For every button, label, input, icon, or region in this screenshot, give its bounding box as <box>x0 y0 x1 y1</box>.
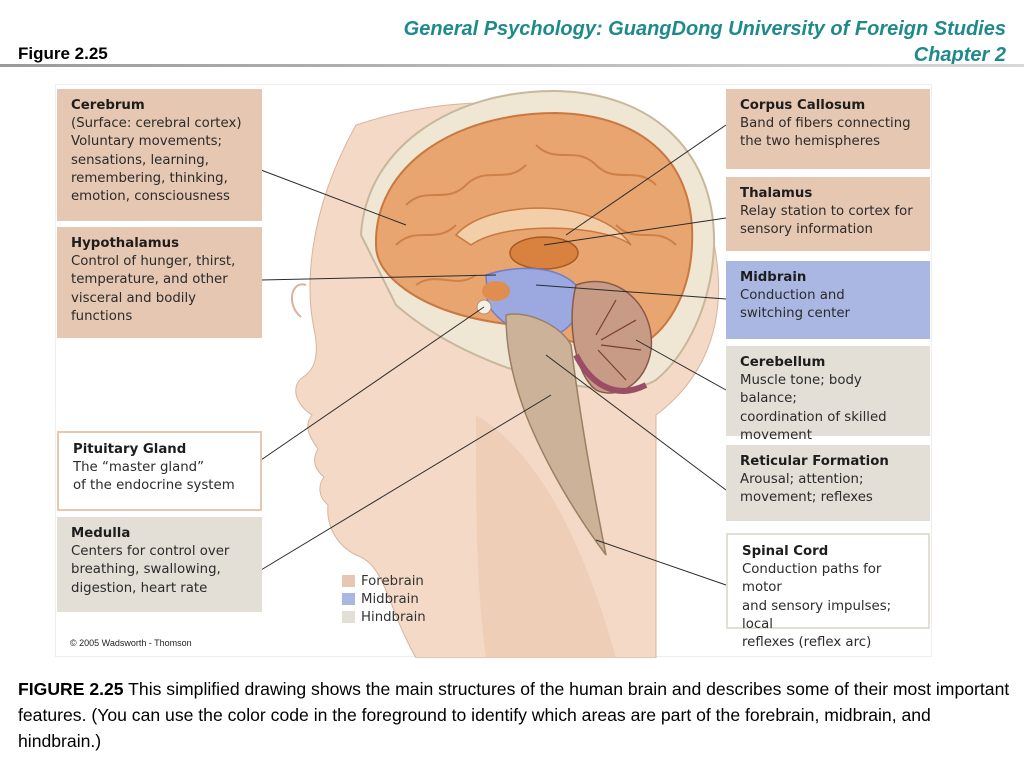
label-title: Thalamus <box>740 186 813 201</box>
cerebellum-rim <box>573 353 648 394</box>
label-line: Conduction and <box>740 288 845 304</box>
label-line: Muscle tone; body balance; <box>740 373 862 407</box>
course-title: General Psychology: GuangDong University… <box>404 16 1006 68</box>
label-line: digestion, heart rate <box>71 580 208 596</box>
ear <box>291 283 307 318</box>
caption-lead: FIGURE 2.25 <box>18 679 124 699</box>
label-line: movement <box>740 427 812 443</box>
label-title: Midbrain <box>740 270 807 285</box>
label-line: Arousal; attention; <box>740 472 864 488</box>
legend-item-midbrain: Midbrain <box>342 590 426 608</box>
leader-hypothalamus <box>260 274 497 281</box>
cerebellum <box>571 280 653 394</box>
copyright-notice: © 2005 Wadsworth - Thomson <box>70 638 192 648</box>
label-title: Cerebellum <box>740 355 826 370</box>
label-line: The “master gland” <box>73 460 205 476</box>
label-line: coordination of skilled <box>740 409 887 425</box>
label-line: remembering, thinking, <box>71 170 228 186</box>
forebrain-swatch <box>342 575 355 587</box>
label-line: temperature, and other <box>71 272 228 288</box>
label-title: Spinal Cord <box>742 544 829 559</box>
label-line: Control of hunger, thirst, <box>71 254 236 270</box>
label-line: of the endocrine system <box>73 478 235 494</box>
cerebellum-arbor <box>595 299 642 381</box>
label-title: Pituitary Gland <box>73 442 187 457</box>
label-line: functions <box>71 308 133 324</box>
leader-lines <box>260 124 727 586</box>
leader-thalamus <box>543 217 727 246</box>
label-line: sensory information <box>740 222 873 238</box>
label-pituitary-gland: Pituitary Gland The “master gland” of th… <box>57 431 262 511</box>
label-hypothalamus: Hypothalamus Control of hunger, thirst, … <box>57 227 262 338</box>
label-line: (Surface: cerebral cortex) <box>71 116 242 132</box>
label-line: Band of fibers connecting <box>740 116 911 132</box>
thalamus <box>509 236 579 270</box>
figure-caption: FIGURE 2.25 This simplified drawing show… <box>18 676 1018 754</box>
label-line: the two hemispheres <box>740 134 881 150</box>
color-legend: Forebrain Midbrain Hindbrain <box>342 572 426 626</box>
brainstem <box>505 313 607 556</box>
leader-cerebrum <box>260 169 407 226</box>
label-line: Conduction paths for motor <box>742 562 882 596</box>
label-line: reflexes (reflex arc) <box>742 635 872 651</box>
leader-midbrain <box>535 284 727 300</box>
brain-illustration <box>260 89 727 658</box>
label-cerebellum: Cerebellum Muscle tone; body balance; co… <box>726 346 930 443</box>
label-line: movement; reflexes <box>740 490 873 506</box>
label-title: Corpus Callosum <box>740 98 866 113</box>
leader-medulla <box>260 394 552 571</box>
legend-item-forebrain: Forebrain <box>342 572 426 590</box>
leader-pituitary <box>260 306 485 461</box>
course-title-line2: Chapter 2 <box>913 44 1006 66</box>
label-line: breathing, swallowing, <box>71 562 221 578</box>
label-title: Medulla <box>71 526 131 541</box>
label-medulla: Medulla Centers for control over breathi… <box>57 517 262 612</box>
label-title: Hypothalamus <box>71 236 180 251</box>
label-line: sensations, learning, <box>71 152 209 168</box>
hindbrain-swatch <box>342 611 355 623</box>
legend-item-hindbrain: Hindbrain <box>342 608 426 626</box>
hypothalamus <box>482 281 510 301</box>
legend-label: Midbrain <box>361 591 419 607</box>
corpus-callosum <box>454 207 632 246</box>
label-line: visceral and bodily <box>71 290 197 306</box>
slide-header: Figure 2.25 General Psychology: GuangDon… <box>0 0 1024 68</box>
figure-label: Figure 2.25 <box>18 44 108 63</box>
label-title: Reticular Formation <box>740 454 889 469</box>
caption-text: This simplified drawing shows the main s… <box>18 679 1010 751</box>
midbrain-swatch <box>342 593 355 605</box>
label-line: switching center <box>740 306 851 322</box>
header-divider <box>0 64 1024 67</box>
label-line: and sensory impulses; local <box>742 598 892 632</box>
label-line: Relay station to cortex for <box>740 204 913 220</box>
label-line: Voluntary movements; <box>71 134 222 150</box>
label-line: emotion, consciousness <box>71 189 230 205</box>
leader-reticular-formation <box>545 354 727 491</box>
cerebrum-folds <box>395 144 677 286</box>
legend-label: Hindbrain <box>361 609 426 625</box>
label-thalamus: Thalamus Relay station to cortex for sen… <box>726 177 930 251</box>
brain-figure: Cerebrum (Surface: cerebral cortex) Volu… <box>55 84 932 658</box>
label-corpus-callosum: Corpus Callosum Band of fibers connectin… <box>726 89 930 169</box>
leader-corpus-callosum <box>565 124 727 236</box>
label-line: Centers for control over <box>71 544 230 560</box>
label-spinal-cord: Spinal Cord Conduction paths for motor a… <box>726 533 930 650</box>
label-cerebrum: Cerebrum (Surface: cerebral cortex) Volu… <box>57 89 262 221</box>
label-title: Cerebrum <box>71 98 145 113</box>
label-midbrain: Midbrain Conduction and switching center <box>726 261 930 339</box>
leader-spinal-cord <box>595 539 727 586</box>
leader-cerebellum <box>635 339 727 391</box>
course-title-line1: General Psychology: GuangDong University… <box>403 18 1006 40</box>
label-reticular-formation: Reticular Formation Arousal; attention; … <box>726 445 930 521</box>
legend-label: Forebrain <box>361 573 424 589</box>
neck-shading <box>476 415 616 658</box>
